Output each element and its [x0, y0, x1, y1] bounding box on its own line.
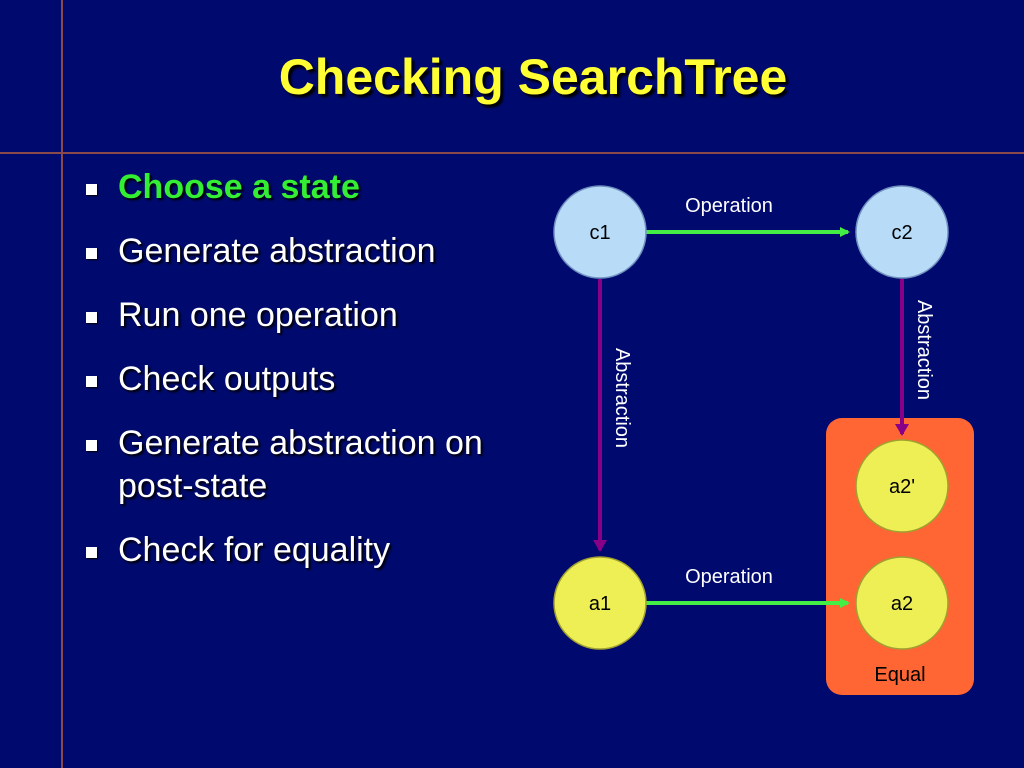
equal-label: Equal — [874, 664, 925, 686]
square-bullet-icon — [86, 440, 97, 451]
node-c2: c2 — [855, 185, 949, 279]
node-a1: a1 — [553, 556, 647, 650]
node-label: c1 — [589, 222, 610, 244]
bullet-text: Run one operation — [118, 296, 398, 334]
bullet-text: Check for equality — [118, 531, 391, 569]
node-label: c2 — [891, 222, 912, 244]
bullet-list: Choose a state Generate abstraction Run … — [86, 166, 526, 593]
square-bullet-icon — [86, 184, 97, 195]
node-label: a2' — [889, 476, 915, 498]
square-bullet-icon — [86, 547, 97, 558]
bullet-text: Generate abstraction on post-state — [118, 424, 483, 505]
horizontal-rule — [0, 152, 1024, 154]
node-label: a2 — [891, 593, 913, 615]
node-label: a1 — [589, 593, 611, 615]
node-c1: c1 — [553, 185, 647, 279]
node-a2-prime: a2' — [855, 439, 949, 533]
bullet-item-generate-abstraction: Generate abstraction — [86, 230, 526, 273]
abstraction-label-left: Abstraction — [611, 348, 633, 448]
square-bullet-icon — [86, 248, 97, 259]
bullet-item-generate-abstraction-post: Generate abstraction on post-state — [86, 422, 526, 508]
bullet-item-choose-state: Choose a state — [86, 166, 526, 209]
abstraction-label-right: Abstraction — [913, 300, 935, 400]
vertical-rule — [61, 0, 63, 768]
square-bullet-icon — [86, 376, 97, 387]
slide-title: Checking SearchTree — [278, 49, 788, 105]
operation-label-bottom: Operation — [685, 566, 773, 588]
bullet-item-check-equality: Check for equality — [86, 529, 526, 572]
bullet-item-run-operation: Run one operation — [86, 294, 526, 337]
bullet-text: Check outputs — [118, 360, 336, 398]
square-bullet-icon — [86, 312, 97, 323]
operation-label-top: Operation — [685, 195, 773, 217]
node-a2: a2 — [855, 556, 949, 650]
bullet-item-check-outputs: Check outputs — [86, 358, 526, 401]
bullet-text: Generate abstraction — [118, 232, 436, 270]
bullet-text: Choose a state — [118, 168, 360, 206]
